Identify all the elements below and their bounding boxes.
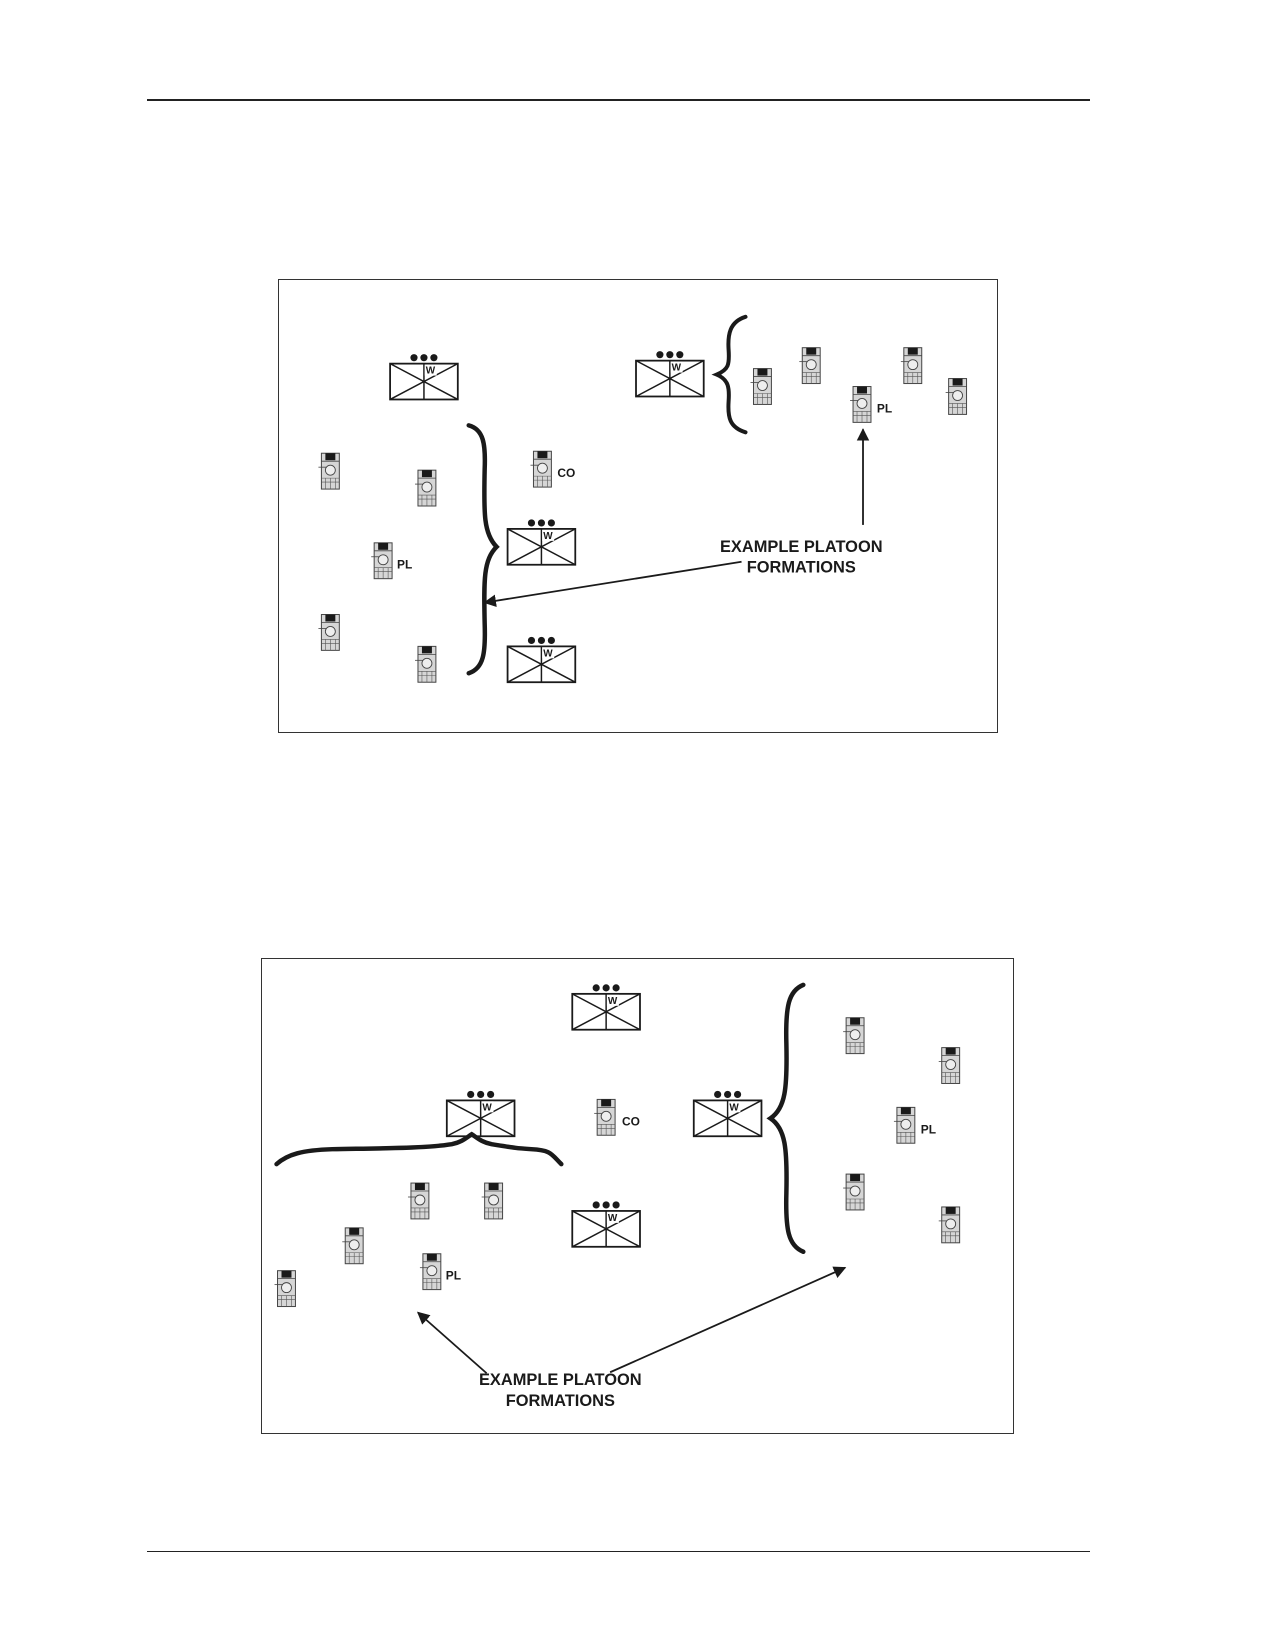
callout-arrow bbox=[483, 560, 742, 607]
vehicle-icon bbox=[893, 1106, 916, 1144]
callout-arrow bbox=[416, 1311, 488, 1374]
unit-letter: W bbox=[543, 648, 553, 659]
vehicle-icon bbox=[750, 368, 772, 405]
platoon-symbol: W bbox=[445, 1089, 516, 1138]
header-rule bbox=[147, 99, 1090, 101]
unit-letter: W bbox=[482, 1102, 492, 1113]
platoon-symbol: W bbox=[389, 353, 459, 401]
vehicle-icon bbox=[414, 645, 437, 683]
unit-letter: W bbox=[608, 996, 618, 1007]
vehicle-icon bbox=[798, 347, 821, 385]
formation-diagram-2: W W W W CO PL PL EXAMPLE PLATOON FORMATI… bbox=[261, 958, 1014, 1434]
platoon-leader-label: PL bbox=[877, 401, 892, 415]
unit-letter: W bbox=[426, 366, 436, 377]
vehicle-icon bbox=[370, 542, 393, 580]
platoon-symbol: W bbox=[692, 1089, 763, 1138]
callout-line-1: EXAMPLE PLATOON bbox=[479, 1371, 642, 1389]
grouping-brace bbox=[466, 423, 500, 676]
vehicle-icon bbox=[593, 1098, 616, 1136]
unit-letter: W bbox=[729, 1102, 739, 1113]
vehicle-icon bbox=[317, 452, 340, 490]
vehicle-icon bbox=[407, 1182, 430, 1220]
vehicle-icon bbox=[842, 1173, 865, 1211]
platoon-leader-label: PL bbox=[921, 1122, 936, 1136]
vehicle-icon bbox=[842, 1017, 865, 1055]
callout-line-2: FORMATIONS bbox=[747, 559, 856, 577]
platoon-leader-label: PL bbox=[446, 1269, 461, 1283]
vehicle-icon bbox=[938, 1047, 961, 1084]
callout-arrow bbox=[609, 1266, 847, 1374]
platoon-symbol: W bbox=[571, 983, 641, 1031]
footer-rule bbox=[147, 1551, 1090, 1552]
vehicle-icon bbox=[945, 378, 968, 415]
company-label: CO bbox=[557, 466, 575, 480]
vehicle-icon bbox=[849, 386, 872, 423]
vehicle-icon bbox=[938, 1206, 961, 1244]
callout-line-2: FORMATIONS bbox=[506, 1392, 615, 1410]
grouping-brace bbox=[711, 314, 748, 435]
vehicle-icon bbox=[481, 1182, 504, 1220]
vehicle-icon bbox=[529, 450, 552, 488]
grouping-brace bbox=[274, 1131, 564, 1167]
platoon-symbol: W bbox=[506, 518, 577, 566]
vehicle-icon bbox=[419, 1253, 442, 1291]
platoon-symbol: W bbox=[571, 1200, 641, 1248]
vehicle-icon bbox=[274, 1270, 296, 1308]
grouping-brace bbox=[766, 982, 806, 1255]
callout-line-1: EXAMPLE PLATOON bbox=[720, 538, 883, 556]
vehicle-icon bbox=[900, 347, 923, 385]
formation-diagram-1: W W W W PL CO PL EXAMPLE PLATOON FORMATI… bbox=[278, 279, 998, 733]
unit-letter: W bbox=[608, 1213, 618, 1224]
unit-letter: W bbox=[672, 363, 682, 374]
platoon-leader-label: PL bbox=[397, 558, 412, 572]
unit-letter: W bbox=[543, 531, 553, 542]
vehicle-icon bbox=[414, 469, 437, 507]
platoon-symbol: W bbox=[506, 635, 577, 684]
vehicle-icon bbox=[341, 1227, 364, 1265]
platoon-symbol: W bbox=[635, 350, 705, 398]
vehicle-icon bbox=[317, 614, 340, 651]
company-label: CO bbox=[622, 1114, 640, 1128]
